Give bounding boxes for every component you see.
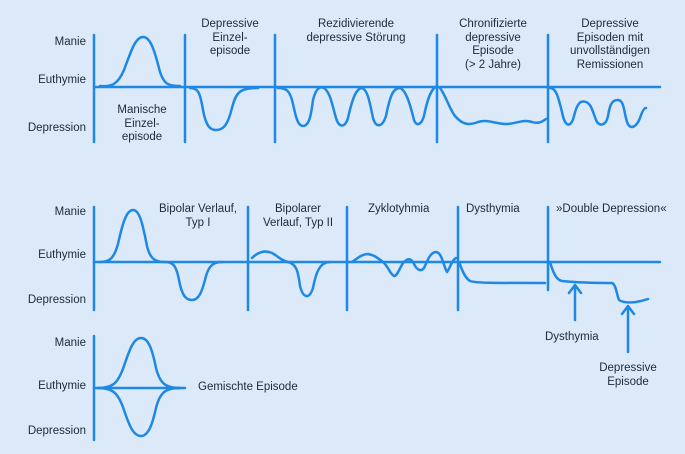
- incomplete-curve: [548, 86, 648, 129]
- arrow-depressive: [620, 304, 636, 354]
- mixed-up-curve: [96, 336, 182, 390]
- axis-euthymia-row3: Euthymie: [38, 380, 86, 392]
- cyclothymia-curve: [350, 250, 458, 278]
- axis-mania-row1: Manie: [54, 36, 86, 48]
- label-bipolar1: Bipolar Verlauf, Typ I: [159, 203, 237, 229]
- label-double-depression: »Double Depression«: [556, 203, 667, 215]
- recurrent-curve: [276, 84, 439, 128]
- label-bipolar2: Bipolarer Verlauf, Typ II: [262, 203, 334, 229]
- axis-depression-row2: Depression: [27, 294, 86, 306]
- label-arrow-dysthymia: Dysthymia: [545, 331, 599, 343]
- axis-depression-row1: Depression: [27, 122, 86, 134]
- depressive-single-curve: [188, 86, 260, 132]
- label-chronic: Chronifizierte depressive Episode (> 2 J…: [459, 18, 527, 71]
- axis-mania-row3: Manie: [54, 337, 86, 349]
- label-manic-single: Manische Einzel- episode: [117, 104, 167, 143]
- label-incomplete-remission: Depressive Episoden mit unvollständigen …: [570, 18, 650, 71]
- label-cyclothymia: Zyklotyhmia: [368, 203, 430, 215]
- bipolar1-curve: [98, 208, 224, 302]
- label-depressive-single: Depressive Einzel- episode: [201, 18, 259, 57]
- axis-mania-row2: Manie: [54, 206, 86, 218]
- axis-depression-row3: Depression: [27, 425, 86, 437]
- axis-euthymia-row2: Euthymie: [38, 249, 86, 261]
- chronic-curve: [438, 86, 548, 126]
- bipolar2-curve: [250, 250, 332, 298]
- arrow-dysthymia: [567, 283, 583, 322]
- label-recurrent: Rezidivierende depressive Störung: [306, 18, 406, 44]
- manic-single-curve: [98, 35, 182, 88]
- double-depression-curve: [548, 260, 650, 304]
- label-dysthymia: Dysthymia: [466, 203, 520, 215]
- label-mixed-episode: Gemischte Episode: [198, 381, 298, 393]
- mixed-down-curve: [96, 386, 182, 438]
- dysthymia-curve: [457, 260, 547, 285]
- label-arrow-depressive: Depressive Episode: [599, 362, 657, 388]
- axis-euthymia-row1: Euthymie: [38, 74, 86, 86]
